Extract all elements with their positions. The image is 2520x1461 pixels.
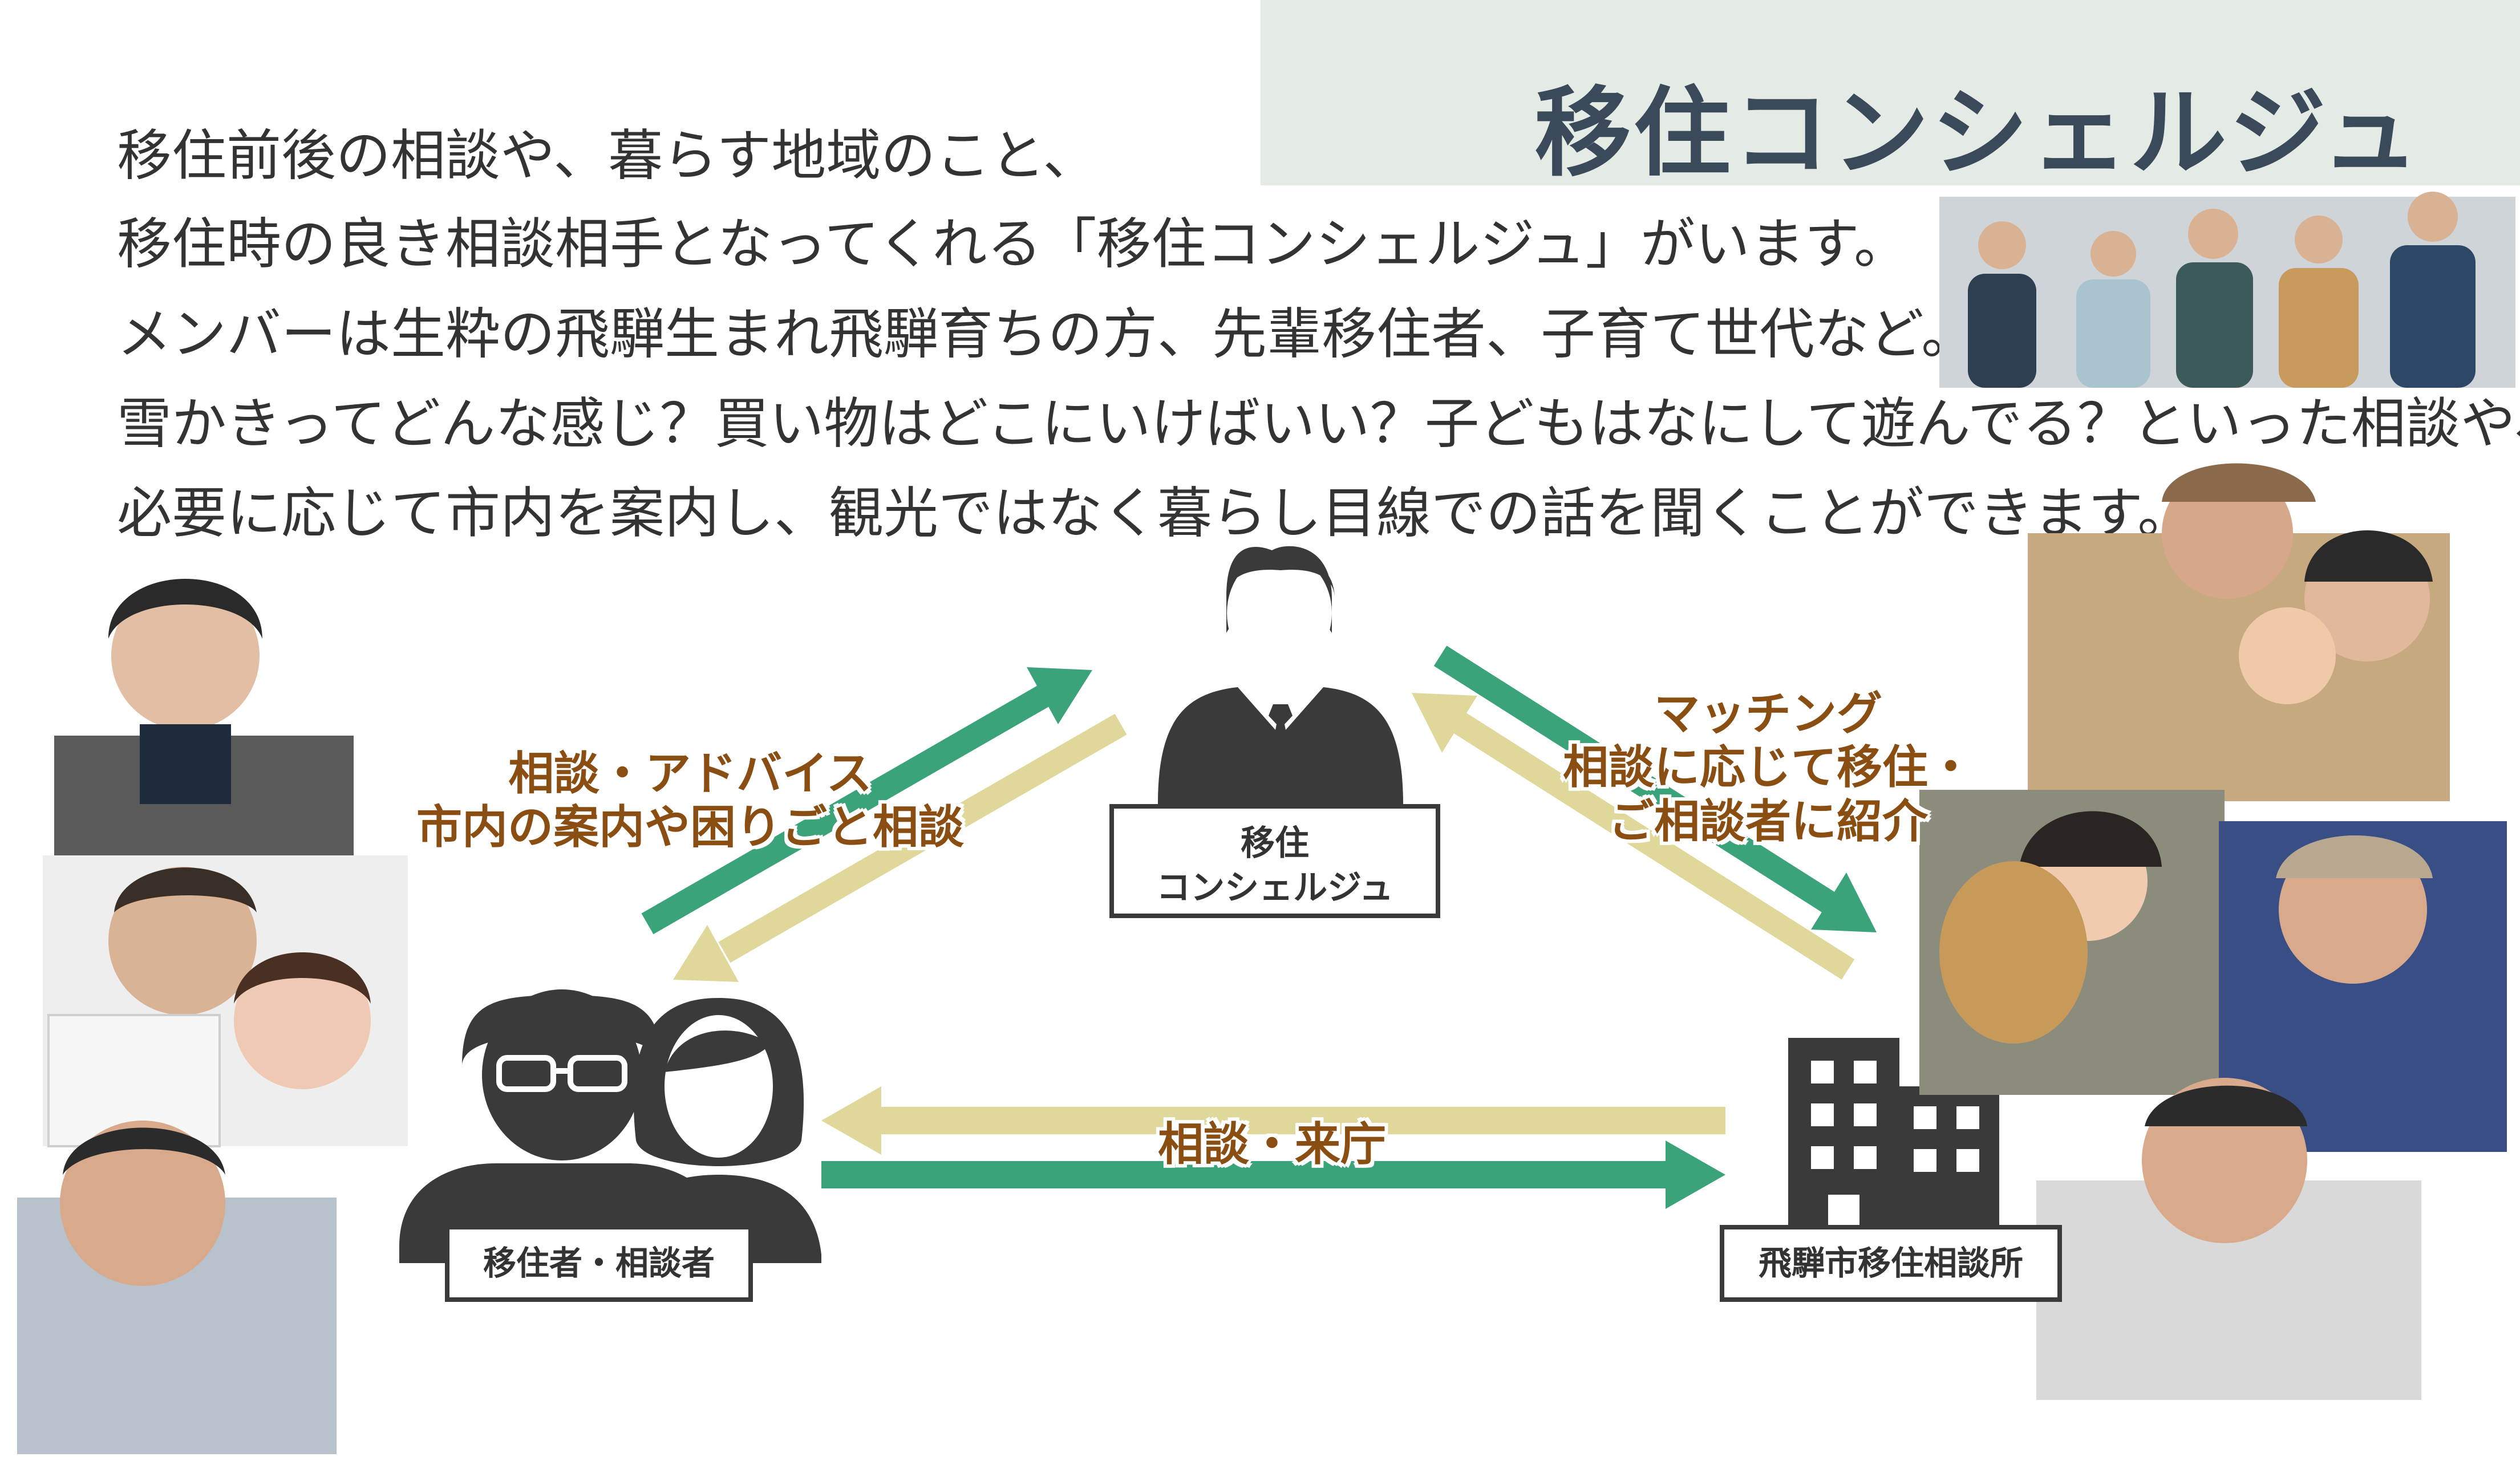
photo-woman-top-left [54, 579, 354, 898]
page-title: 移住コンシェルジュ [1534, 77, 2421, 190]
intro-line-3: メンバーは生粋の飛騨生まれ飛騨育ちの方、先輩移住者、子育て世代など。 [117, 302, 1976, 366]
intro-line-5: 必要に応じて市内を案内し、観光ではなく暮らし目線での話を聞くことができます。 [117, 481, 2193, 545]
group-photo [1939, 192, 2515, 388]
office-node-label: 飛騨市移住相談所 [1720, 1225, 2062, 1302]
concierge-label-line2: コンシェルジュ [1156, 868, 1393, 908]
title-band [1261, 0, 2520, 185]
edge-right-line3: ご相談者に紹介 [1609, 794, 1928, 848]
couple-icon [399, 989, 821, 1263]
intro-line-1: 移住前後の相談や、暮らす地域のこと、 [117, 124, 1098, 188]
intro-line-2: 移住時の良き相談相手となってくれる「移住コンシェルジュ」がいます。 [117, 212, 1909, 276]
arrow-office-to-migrant [821, 1086, 1725, 1155]
intro-line-4: 雪かきってどんな感じ？買い物はどこにいけばいい？子どもはなにして遊んでる？といっ… [117, 392, 2520, 456]
photo-family-right [2028, 463, 2450, 801]
office-label: 飛騨市移住相談所 [1758, 1244, 2023, 1283]
arrow-concierge-to-office [1433, 646, 1877, 932]
arrow-office-to-concierge [1412, 693, 1855, 980]
edge-right-line1: マッチング [1654, 687, 1882, 740]
businessman-icon [1158, 546, 1403, 804]
edge-right-line2: 相談に応じて移住・ [1563, 741, 1974, 794]
edge-left-line2: 市内の案内や困りごと相談 [416, 801, 964, 854]
arrow-migrant-to-office [821, 1141, 1725, 1209]
migrant-node-label: 移住者・相談者 [445, 1225, 753, 1302]
concierge-label-line1: 移住 [1241, 823, 1309, 863]
concierge-node-label: 移住 コンシェルジュ [1109, 804, 1440, 918]
photo-girl-with-cat [1919, 790, 2225, 1095]
arrow-concierge-to-migrant [673, 713, 1127, 982]
photo-older-man-left [17, 1121, 337, 1454]
edge-left-line1: 相談・アドバイス [508, 747, 872, 800]
arrow-migrant-to-concierge [641, 667, 1092, 935]
edge-label-right: マッチング 相談に応じて移住・ ご相談者に紹介 [1546, 687, 1991, 849]
edge-label-left: 相談・アドバイス 市内の案内や困りごと相談 [388, 747, 992, 855]
edge-bottom-line1: 相談・来庁 [1158, 1118, 1386, 1171]
migrant-label: 移住者・相談者 [483, 1244, 715, 1283]
photo-father-child [43, 855, 408, 1147]
edge-label-bottom: 相談・来庁 [1101, 1118, 1443, 1171]
photo-older-man-right [2036, 1078, 2421, 1400]
